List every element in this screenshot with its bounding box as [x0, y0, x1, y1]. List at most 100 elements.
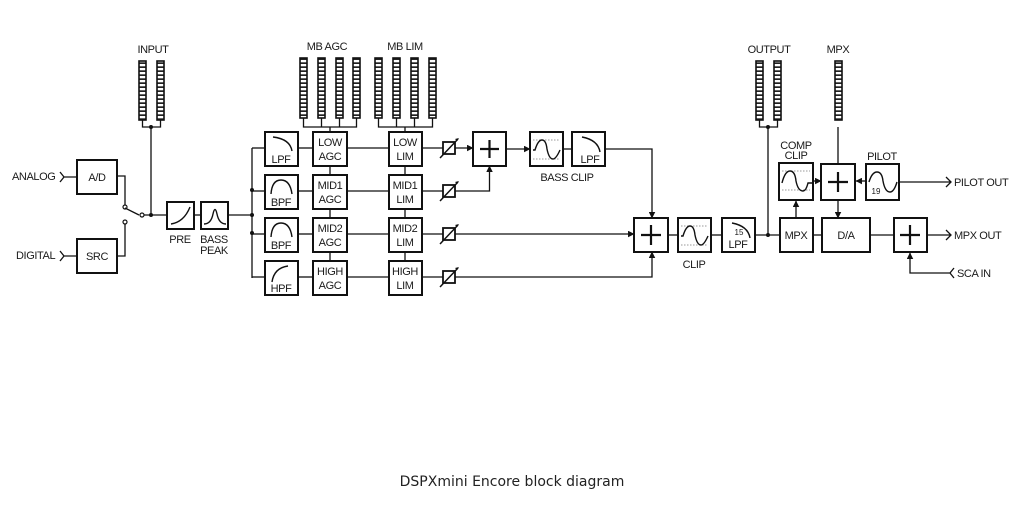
mpx-block-label: MPX [785, 230, 809, 242]
agc-label-1: LOW [318, 137, 343, 149]
sca-in-label: SCA IN [957, 268, 991, 280]
mb-agc-meter-2 [317, 57, 326, 119]
mb-lim-meter-connector [377, 118, 434, 132]
clipper-curve-icon [533, 139, 561, 160]
analog-input-arrow-icon [59, 171, 77, 183]
pilot-out-label: PILOT OUT [954, 177, 1009, 189]
lpf-curve-icon [731, 222, 751, 239]
plus-icon [900, 225, 920, 245]
clipper-curve-icon [781, 170, 813, 192]
variable-gain-icon [422, 267, 459, 288]
plus-icon [480, 140, 499, 158]
mb-lim-meter-3 [410, 57, 419, 119]
input-meter-label: INPUT [137, 44, 169, 56]
src-block [76, 238, 118, 274]
digital-input-arrow-icon [59, 250, 77, 262]
agc-label-2: AGC [319, 194, 342, 206]
lim-high [388, 260, 423, 296]
analog-input: ANALOG [12, 171, 77, 183]
bass-peak-block [200, 201, 229, 230]
agc-label-2: AGC [319, 237, 342, 249]
agc-label-1: MID2 [318, 223, 343, 235]
src-label: SRC [86, 251, 108, 263]
band-filter-label: LPF [272, 154, 292, 166]
pre-emphasis-curve-icon [170, 206, 191, 225]
clip-label: CLIP [683, 259, 706, 271]
plus-icon [828, 172, 848, 192]
lim-low [388, 131, 423, 167]
figure-caption: DSPXmini Encore block diagram [399, 474, 625, 490]
sca-in-arrow-icon [910, 253, 955, 279]
mpx-out-label: MPX OUT [954, 230, 1002, 242]
bass-peak-label-1: BASS [200, 234, 228, 246]
mb-agc-meter-connector [302, 118, 358, 132]
bass-clip-lpf-label: LPF [581, 154, 601, 166]
output-meter-1 [755, 60, 764, 121]
bpf-curve-icon [270, 222, 293, 238]
sine-wave-icon [868, 171, 898, 193]
ad-block [76, 159, 118, 195]
comp-clip-label-1: COMP [780, 140, 811, 152]
band-filter-low [264, 131, 299, 167]
lim-label-2: LIM [396, 194, 413, 206]
pre-emphasis-block [166, 201, 195, 230]
plus-icon [641, 225, 661, 245]
mpx-out-arrow-icon [927, 229, 952, 241]
bpf-curve-icon [270, 179, 293, 195]
mb-lim-meter-1 [374, 57, 383, 119]
lim-label-1: HIGH [392, 266, 418, 278]
lpf-curve-icon [272, 136, 293, 152]
mb-lim-meter-4 [428, 57, 437, 119]
pre-label: PRE [169, 234, 190, 246]
digital-label: DIGITAL [16, 250, 55, 262]
digital-input: DIGITAL [16, 250, 77, 262]
lim-label-2: LIM [396, 280, 413, 292]
mb-lim-meter-label: MB LIM [387, 41, 423, 53]
agc-high [312, 260, 348, 296]
mb-agc-meter-4 [352, 57, 361, 119]
mb-agc-meter-3 [335, 57, 344, 119]
bass-clip-label: BASS CLIP [540, 172, 593, 184]
lpf-curve-icon [581, 136, 601, 153]
mpx-meter-label: MPX [827, 44, 851, 56]
input-switch [117, 127, 167, 257]
clipper-curve-icon [681, 225, 709, 246]
bass-peak-label-2: PEAK [200, 245, 229, 257]
input-meter-1 [138, 60, 147, 121]
agc-label-1: MID1 [318, 180, 343, 192]
mb-agc-meter-1 [299, 57, 308, 119]
agc-low [312, 131, 348, 167]
variable-gain-icon [422, 224, 459, 245]
output-meter-label: OUTPUT [748, 44, 792, 56]
variable-gain-icon [422, 138, 459, 159]
mpx-meter-1 [834, 60, 843, 121]
agc-label-2: AGC [319, 151, 342, 163]
band-filter-high [264, 260, 299, 296]
input-meter-2 [156, 60, 165, 121]
lim-label-2: LIM [396, 237, 413, 249]
lim-label-1: LOW [393, 137, 418, 149]
lpf-15khz-label: LPF [729, 239, 749, 251]
mb-agc-meter-label: MB AGC [307, 41, 348, 53]
comp-clip-label-2: CLIP [785, 150, 808, 162]
mb-lim-meter-2 [392, 57, 401, 119]
hpf-curve-icon [271, 265, 289, 283]
output-meter-2 [773, 60, 782, 121]
lim-label-2: LIM [396, 151, 413, 163]
band-filter-label: HPF [271, 283, 292, 295]
pilot-out-arrow-icon [899, 176, 952, 188]
band-filter-label: BPF [271, 197, 292, 209]
analog-label: ANALOG [12, 171, 55, 183]
da-label: D/A [837, 230, 855, 242]
ad-label: A/D [88, 172, 106, 184]
lim-mid1 [388, 174, 423, 210]
lim-label-1: MID2 [393, 223, 418, 235]
variable-gain-icon [422, 181, 459, 202]
lpf-15khz-number: 15 [735, 228, 744, 237]
pilot-frequency: 19 [872, 187, 881, 196]
lim-label-1: MID1 [393, 180, 418, 192]
pilot-label: PILOT [867, 151, 897, 163]
